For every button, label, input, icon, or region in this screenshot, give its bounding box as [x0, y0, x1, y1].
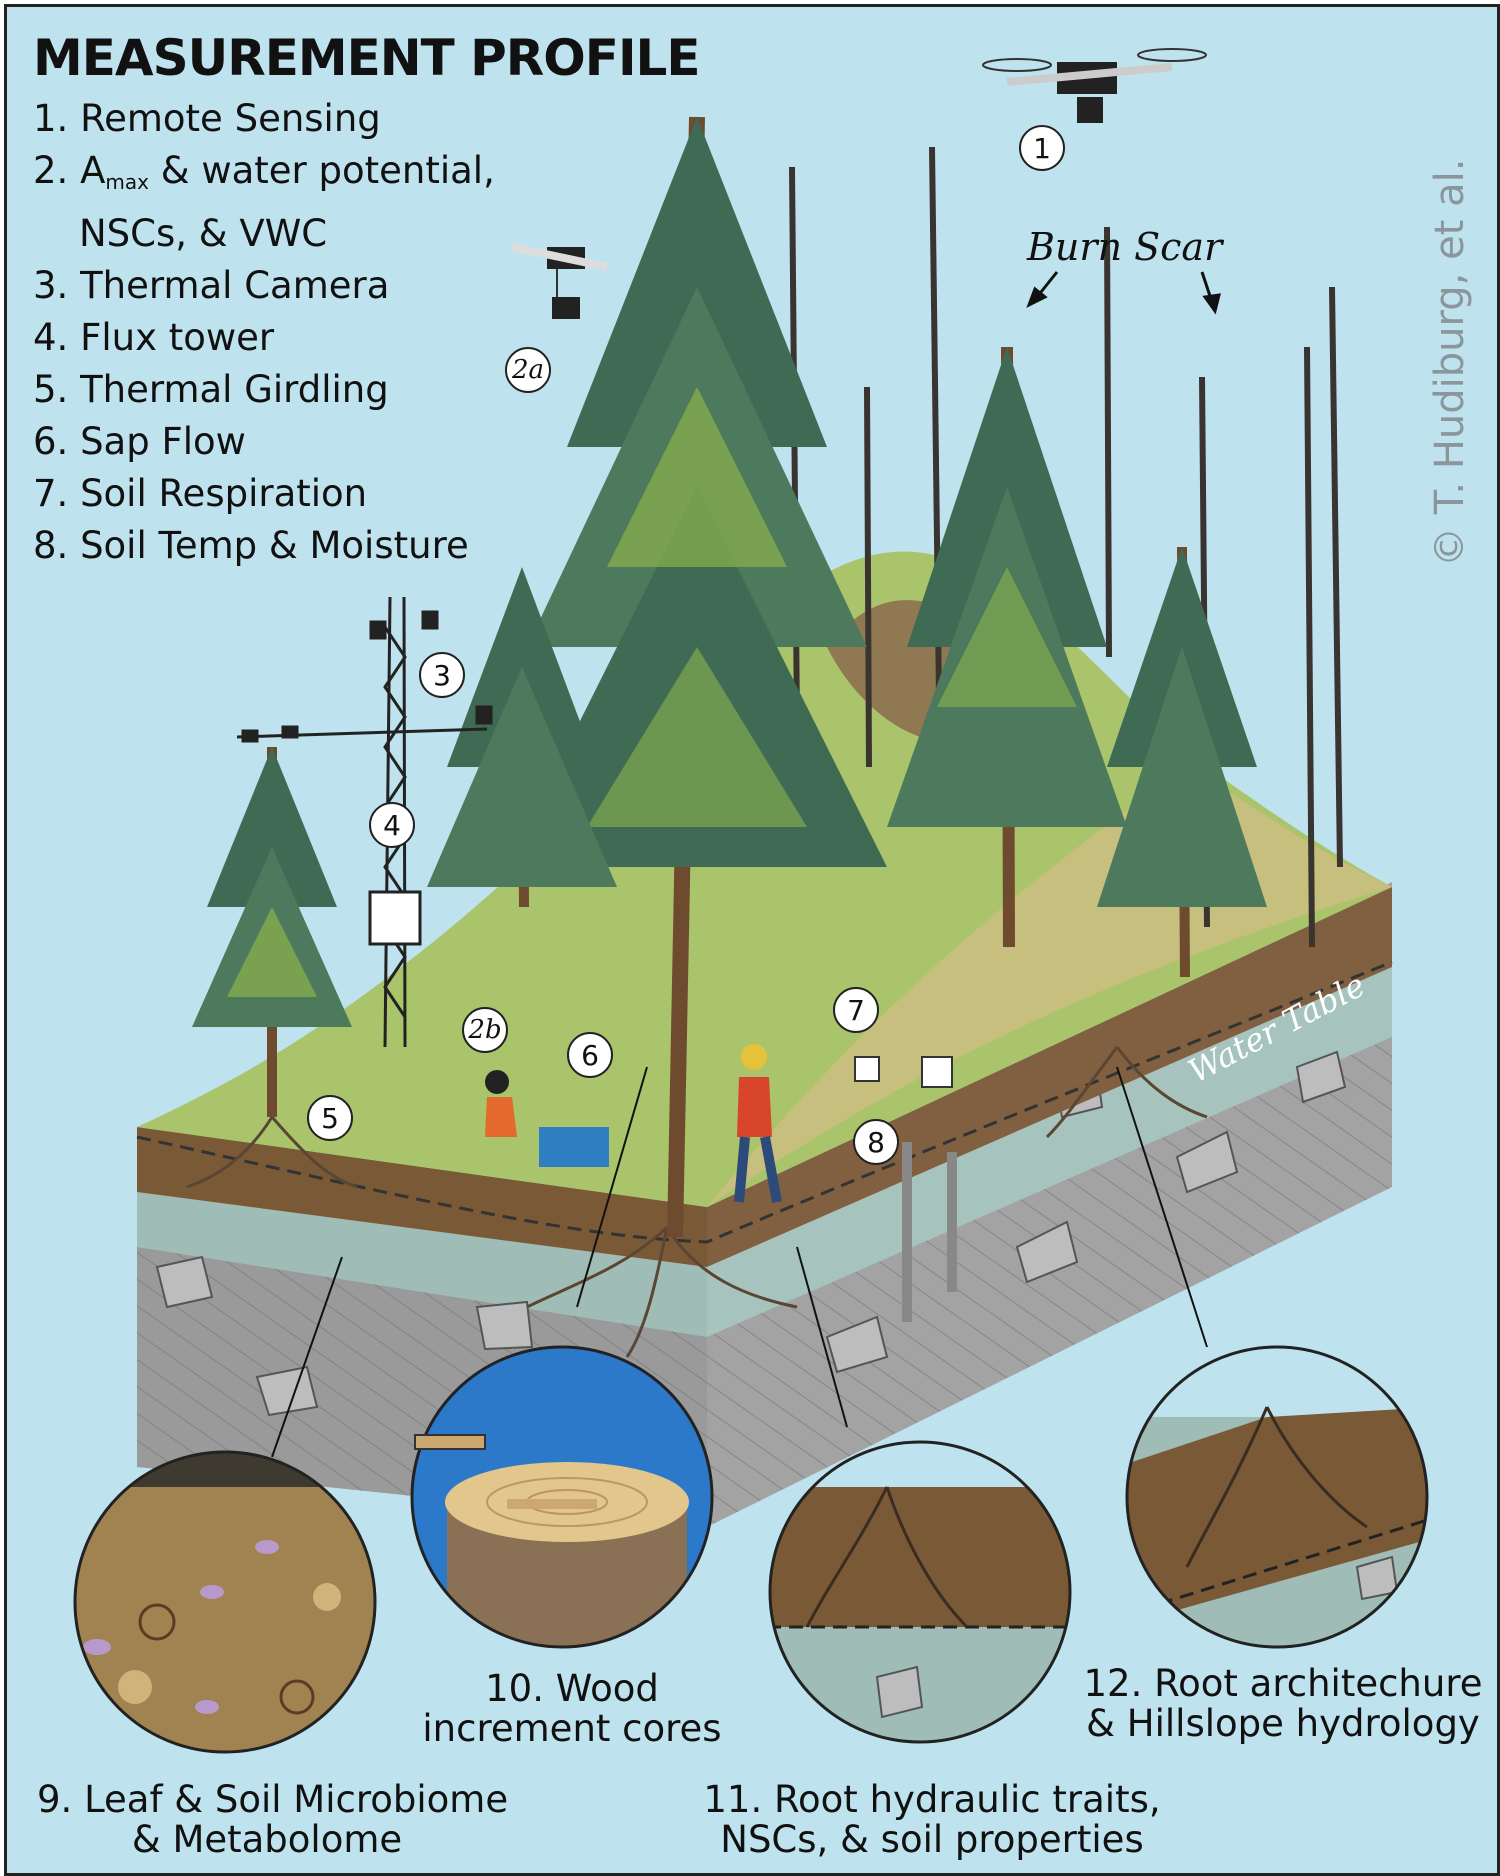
inset-9-caption-line-2: & Metabolome	[131, 1818, 403, 1861]
inset-pointers	[271, 1066, 1208, 1458]
inset-10-caption-line-2: increment cores	[422, 1707, 722, 1750]
conifers	[192, 116, 1267, 1238]
burn-scar-label: Burn Scar	[1027, 225, 1223, 269]
roots	[186, 1046, 1208, 1358]
groundwater-side	[707, 967, 1392, 1337]
topsoil-side	[707, 887, 1392, 1267]
legend-item-2: 2. Amax & water potential,	[33, 145, 495, 208]
water-table-line	[136, 960, 1393, 1244]
marker-6: 6	[567, 1032, 613, 1078]
inset-11-caption-line-2: NSCs, & soil properties	[720, 1818, 1144, 1861]
inset-12-caption: 12. Root architechure & Hillslope hydrol…	[1077, 1664, 1489, 1744]
inset-root-hydraulic	[768, 1440, 1072, 1744]
legend-item-8: 8. Soil Temp & Moisture	[33, 524, 469, 567]
legend-item-2-prefix: 2. A	[33, 149, 106, 192]
marker-5: 5	[307, 1095, 353, 1141]
inset-10-caption: 10. Wood increment cores	[407, 1669, 737, 1749]
illustration	[73, 48, 1429, 1754]
topsoil-front	[137, 1127, 707, 1267]
marker-4: 4	[369, 802, 415, 848]
legend-item-3: 3. Thermal Camera	[33, 264, 390, 307]
legend-item-2-suffix: & water potential,	[148, 149, 495, 192]
inset-10-caption-line-1: 10. Wood	[485, 1667, 659, 1710]
marker-3: 3	[419, 652, 465, 698]
marker-8: 8	[853, 1119, 899, 1165]
drone-small	[511, 243, 608, 319]
inset-11-caption: 11. Root hydraulic traits, NSCs, & soil …	[697, 1780, 1167, 1860]
legend-item-4: 4. Flux tower	[33, 316, 275, 359]
legend-item-2-continued: NSCs, & VWC	[79, 212, 328, 255]
marker-7: 7	[833, 987, 879, 1033]
inset-12-caption-line-1: 12. Root architechure	[1083, 1662, 1483, 1705]
figure-title: MEASUREMENT PROFILE	[33, 29, 701, 87]
marker-2a-letter: a	[528, 355, 545, 385]
legend-item-5: 5. Thermal Girdling	[33, 368, 389, 411]
legend-item-6: 6. Sap Flow	[33, 420, 246, 463]
burn-scar-arrows	[1026, 271, 1221, 315]
marker-2a-number: 2	[511, 355, 529, 385]
inset-root-architecture	[1125, 1345, 1429, 1649]
marker-2b-number: 2	[468, 1015, 485, 1045]
copyright-credit: © T. Hudiburg, et al.	[1427, 158, 1473, 567]
field-workers	[485, 1044, 957, 1322]
legend-item-7: 7. Soil Respiration	[33, 472, 368, 515]
drone-large	[982, 48, 1207, 123]
legend-item-1: 1. Remote Sensing	[33, 97, 381, 140]
marker-2b-letter: b	[484, 1015, 502, 1045]
marker-1: 1	[1019, 125, 1065, 171]
inset-11-caption-line-1: 11. Root hydraulic traits,	[703, 1778, 1161, 1821]
inset-9-caption: 9. Leaf & Soil Microbiome & Metabolome	[37, 1778, 509, 1861]
inset-microbiome	[73, 1450, 377, 1754]
rocks	[155, 1050, 1347, 1417]
inset-12-caption-line-2: & Hillslope hydrology	[1086, 1702, 1480, 1745]
legend-list: 1. Remote Sensing 2. Amax & water potent…	[33, 93, 495, 572]
figure-frame: MEASUREMENT PROFILE 1. Remote Sensing 2.…	[4, 4, 1500, 1876]
inset-9-caption-line-1: 9. Leaf & Soil Microbiome	[37, 1778, 509, 1821]
legend-item-2-subscript: max	[105, 170, 149, 194]
ground-block	[136, 551, 1393, 1527]
inset-wood-cores	[410, 1345, 714, 1649]
